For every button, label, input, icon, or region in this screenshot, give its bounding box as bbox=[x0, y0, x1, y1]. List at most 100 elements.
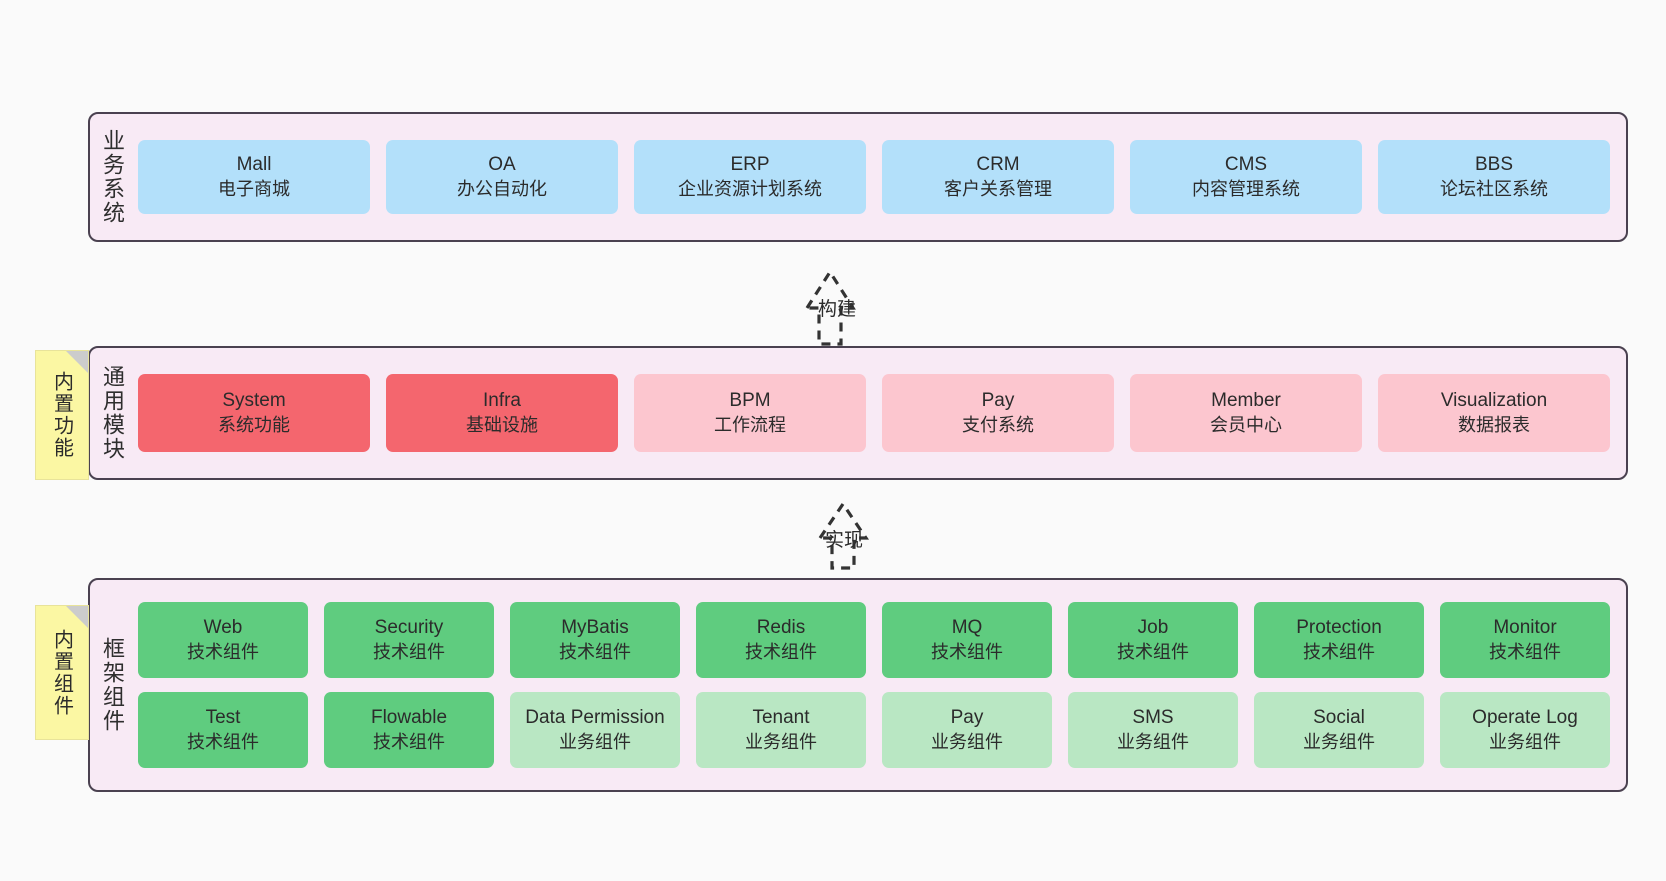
card-title: BBS bbox=[1474, 154, 1514, 176]
card-subtitle: 业务组件 bbox=[1489, 731, 1561, 752]
card-title: Infra bbox=[482, 390, 522, 412]
card-tenant[interactable]: Tenant 业务组件 bbox=[696, 692, 866, 768]
card-infra[interactable]: Infra 基础设施 bbox=[386, 374, 618, 452]
card-subtitle: 内容管理系统 bbox=[1192, 178, 1300, 199]
card-title: MyBatis bbox=[561, 617, 629, 639]
card-title: MQ bbox=[951, 617, 983, 639]
card-subtitle: 基础设施 bbox=[466, 414, 538, 435]
card-title: Operate Log bbox=[1472, 707, 1578, 729]
card-social[interactable]: Social 业务组件 bbox=[1254, 692, 1424, 768]
card-oa[interactable]: OA 办公自动化 bbox=[386, 140, 618, 214]
card-subtitle: 技术组件 bbox=[373, 641, 445, 662]
card-erp[interactable]: ERP 企业资源计划系统 bbox=[634, 140, 866, 214]
card-operate-log[interactable]: Operate Log 业务组件 bbox=[1440, 692, 1610, 768]
card-title: Job bbox=[1137, 617, 1169, 639]
card-pay-module[interactable]: Pay 支付系统 bbox=[882, 374, 1114, 452]
card-title: ERP bbox=[730, 154, 770, 176]
card-subtitle: 技术组件 bbox=[1489, 641, 1561, 662]
sticky-note-builtin-features: 内置功能 bbox=[35, 350, 89, 480]
card-subtitle: 业务组件 bbox=[931, 731, 1003, 752]
card-subtitle: 企业资源计划系统 bbox=[678, 178, 822, 199]
layer-body-modules: System 系统功能 Infra 基础设施 BPM 工作流程 Pay 支付系统… bbox=[134, 348, 1626, 478]
card-test[interactable]: Test 技术组件 bbox=[138, 692, 308, 768]
card-subtitle: 业务组件 bbox=[745, 731, 817, 752]
card-subtitle: 技术组件 bbox=[559, 641, 631, 662]
card-row-tech: Web 技术组件 Security 技术组件 MyBatis 技术组件 Redi… bbox=[138, 602, 1610, 678]
card-subtitle: 客户关系管理 bbox=[944, 178, 1052, 199]
card-title: Tenant bbox=[752, 707, 810, 729]
card-subtitle: 技术组件 bbox=[745, 641, 817, 662]
card-mybatis[interactable]: MyBatis 技术组件 bbox=[510, 602, 680, 678]
card-title: Protection bbox=[1296, 617, 1382, 639]
card-subtitle: 技术组件 bbox=[373, 731, 445, 752]
card-subtitle: 会员中心 bbox=[1210, 414, 1282, 435]
card-subtitle: 数据报表 bbox=[1458, 414, 1530, 435]
arrow-build bbox=[755, 258, 905, 350]
arrow-label-build: 构建 bbox=[818, 299, 857, 320]
card-subtitle: 论坛社区系统 bbox=[1440, 178, 1548, 199]
card-title: Mall bbox=[236, 154, 272, 176]
card-subtitle: 技术组件 bbox=[187, 731, 259, 752]
layer-framework-components: 框架组件 Web 技术组件 Security 技术组件 MyBatis 技术组件… bbox=[88, 578, 1628, 792]
card-mq[interactable]: MQ 技术组件 bbox=[882, 602, 1052, 678]
card-title: SMS bbox=[1132, 707, 1174, 729]
card-title: Monitor bbox=[1493, 617, 1557, 639]
card-subtitle: 技术组件 bbox=[1303, 641, 1375, 662]
card-security[interactable]: Security 技术组件 bbox=[324, 602, 494, 678]
layer-title-framework: 框架组件 bbox=[100, 637, 125, 733]
layer-business-systems: 业务系统 Mall 电子商城 OA 办公自动化 ERP 企业资源计划系统 CRM… bbox=[88, 112, 1628, 242]
card-job[interactable]: Job 技术组件 bbox=[1068, 602, 1238, 678]
layer-common-modules: 通用模块 System 系统功能 Infra 基础设施 BPM 工作流程 Pay… bbox=[88, 346, 1628, 480]
card-pay-component[interactable]: Pay 业务组件 bbox=[882, 692, 1052, 768]
card-monitor[interactable]: Monitor 技术组件 bbox=[1440, 602, 1610, 678]
card-subtitle: 技术组件 bbox=[187, 641, 259, 662]
arrow-outline-build bbox=[804, 269, 856, 346]
card-visualization[interactable]: Visualization 数据报表 bbox=[1378, 374, 1610, 452]
card-title: Test bbox=[205, 707, 241, 729]
card-title: Member bbox=[1211, 390, 1281, 412]
card-title: BPM bbox=[729, 390, 771, 412]
card-subtitle: 工作流程 bbox=[714, 414, 786, 435]
card-title: System bbox=[222, 390, 286, 412]
card-flowable[interactable]: Flowable 技术组件 bbox=[324, 692, 494, 768]
layer-title-business: 业务系统 bbox=[100, 129, 125, 225]
card-member[interactable]: Member 会员中心 bbox=[1130, 374, 1362, 452]
card-title: Data Permission bbox=[525, 707, 665, 729]
card-bbs[interactable]: BBS 论坛社区系统 bbox=[1378, 140, 1610, 214]
card-title: CMS bbox=[1224, 154, 1268, 176]
card-row: Mall 电子商城 OA 办公自动化 ERP 企业资源计划系统 CRM 客户关系… bbox=[138, 140, 1610, 214]
card-title: CRM bbox=[976, 154, 1020, 176]
layer-title-modules: 通用模块 bbox=[100, 365, 125, 461]
card-subtitle: 技术组件 bbox=[931, 641, 1003, 662]
card-title: Visualization bbox=[1440, 390, 1548, 412]
card-title: Redis bbox=[756, 617, 806, 639]
card-title: Pay bbox=[981, 390, 1015, 412]
card-cms[interactable]: CMS 内容管理系统 bbox=[1130, 140, 1362, 214]
card-subtitle: 业务组件 bbox=[1117, 731, 1189, 752]
card-redis[interactable]: Redis 技术组件 bbox=[696, 602, 866, 678]
card-sms[interactable]: SMS 业务组件 bbox=[1068, 692, 1238, 768]
card-bpm[interactable]: BPM 工作流程 bbox=[634, 374, 866, 452]
card-title: Pay bbox=[950, 707, 984, 729]
card-title: Social bbox=[1313, 707, 1365, 729]
card-web[interactable]: Web 技术组件 bbox=[138, 602, 308, 678]
card-subtitle: 技术组件 bbox=[1117, 641, 1189, 662]
card-subtitle: 办公自动化 bbox=[457, 178, 547, 199]
card-title: Flowable bbox=[370, 707, 448, 729]
card-subtitle: 业务组件 bbox=[1303, 731, 1375, 752]
card-protection[interactable]: Protection 技术组件 bbox=[1254, 602, 1424, 678]
card-subtitle: 系统功能 bbox=[218, 414, 290, 435]
card-mall[interactable]: Mall 电子商城 bbox=[138, 140, 370, 214]
card-title: OA bbox=[488, 154, 516, 176]
layer-body-framework: Web 技术组件 Security 技术组件 MyBatis 技术组件 Redi… bbox=[134, 580, 1626, 790]
card-system[interactable]: System 系统功能 bbox=[138, 374, 370, 452]
card-crm[interactable]: CRM 客户关系管理 bbox=[882, 140, 1114, 214]
card-data-permission[interactable]: Data Permission 业务组件 bbox=[510, 692, 680, 768]
card-row: System 系统功能 Infra 基础设施 BPM 工作流程 Pay 支付系统… bbox=[138, 374, 1610, 452]
sticky-note-builtin-components: 内置组件 bbox=[35, 605, 89, 740]
arrow-label-implement: 实现 bbox=[825, 530, 864, 551]
card-subtitle: 支付系统 bbox=[962, 414, 1034, 435]
card-row-business: Test 技术组件 Flowable 技术组件 Data Permission … bbox=[138, 692, 1610, 768]
card-title: Web bbox=[203, 617, 243, 639]
card-subtitle: 电子商城 bbox=[218, 178, 290, 199]
